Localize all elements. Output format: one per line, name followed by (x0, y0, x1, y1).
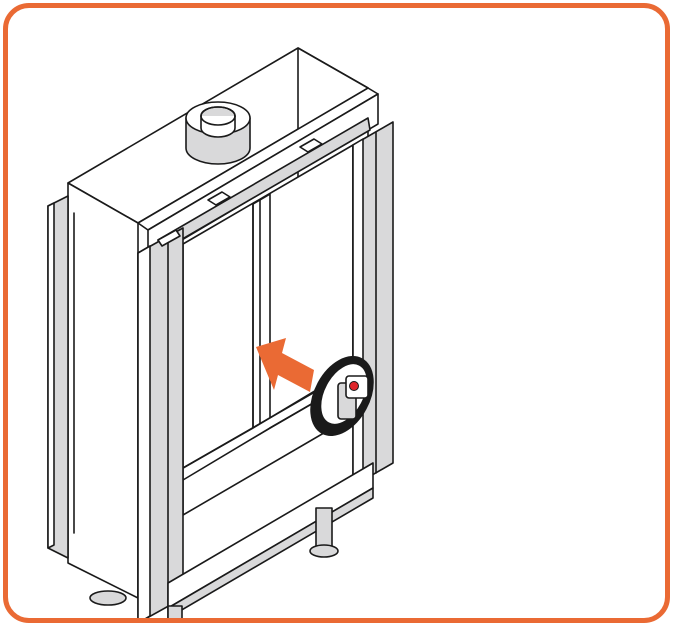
top-rail (137, 87, 379, 261)
firebox-opening (182, 144, 354, 516)
left-side-panel (47, 195, 75, 559)
arrow-icon (256, 338, 314, 392)
adjustable-feet (89, 507, 339, 618)
front-left-panel (137, 227, 184, 618)
knob-icon (310, 356, 374, 436)
flue-collar (185, 101, 251, 165)
front-right-panel (352, 121, 394, 487)
illustration-frame (3, 3, 670, 623)
fireplace-illustration (47, 47, 394, 618)
